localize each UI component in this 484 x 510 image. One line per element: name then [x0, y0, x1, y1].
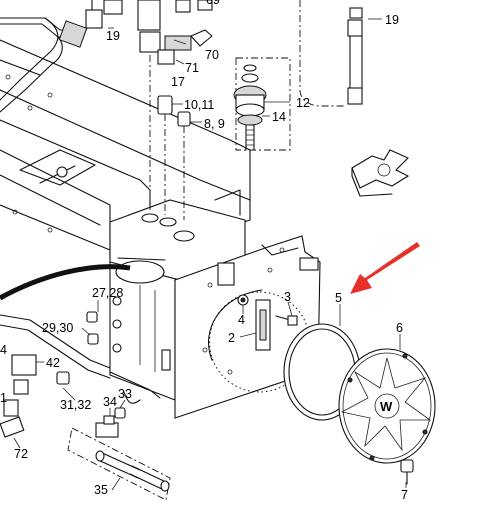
hose-assembly-left	[0, 264, 161, 438]
callout-31-32: 31,32	[60, 398, 91, 412]
callout-10-11: 10,11	[184, 98, 214, 112]
callout-labels: 19 19 69 70 71 17 10,11 8, 9 12 14 27,28…	[0, 0, 408, 502]
pipe-assembly-bottom	[67, 391, 171, 501]
red-pointer-arrow	[350, 242, 420, 294]
sight-gauge-assembly	[237, 294, 298, 351]
callout-35: 35	[94, 483, 108, 497]
callout-2: 2	[228, 331, 235, 345]
callout-70: 70	[205, 48, 219, 62]
callout-3: 3	[284, 290, 291, 304]
callout-12: 12	[296, 96, 310, 110]
cap-screw	[400, 459, 414, 485]
callout-1: 1	[0, 391, 7, 405]
callout-42: 42	[46, 356, 60, 370]
callout-6: 6	[396, 321, 403, 335]
callout-8-9: 8, 9	[204, 117, 225, 131]
callout-17: 17	[171, 75, 185, 89]
leader-lines	[13, 18, 407, 491]
hose-right	[299, 0, 363, 107]
callout-29-30: 29,30	[42, 321, 73, 335]
callout-72: 72	[14, 447, 28, 461]
callout-27-28: 27,28	[92, 286, 123, 300]
callout-19-right: 19	[385, 13, 399, 27]
breather-fittings	[149, 55, 191, 220]
callout-4: 4	[238, 313, 245, 327]
callout-69: 69	[206, 0, 220, 7]
top-center-fittings	[137, 0, 213, 65]
cover-plate: W	[338, 348, 436, 464]
fill-cap-assembly	[233, 57, 291, 151]
callout-5: 5	[335, 291, 342, 305]
callout-34: 34	[103, 395, 117, 409]
hose-assembly-top-left	[0, 0, 123, 113]
w-logo-icon: W	[380, 399, 393, 414]
callout-19-left: 19	[106, 29, 120, 43]
callout-71: 71	[185, 61, 199, 75]
tank-body	[109, 199, 246, 401]
callout-7: 7	[401, 488, 408, 502]
callout-14: 14	[272, 110, 286, 124]
callout-33: 33	[118, 387, 132, 401]
callout-4-left: 4	[0, 343, 7, 357]
direction-arrow-icon	[351, 149, 410, 197]
